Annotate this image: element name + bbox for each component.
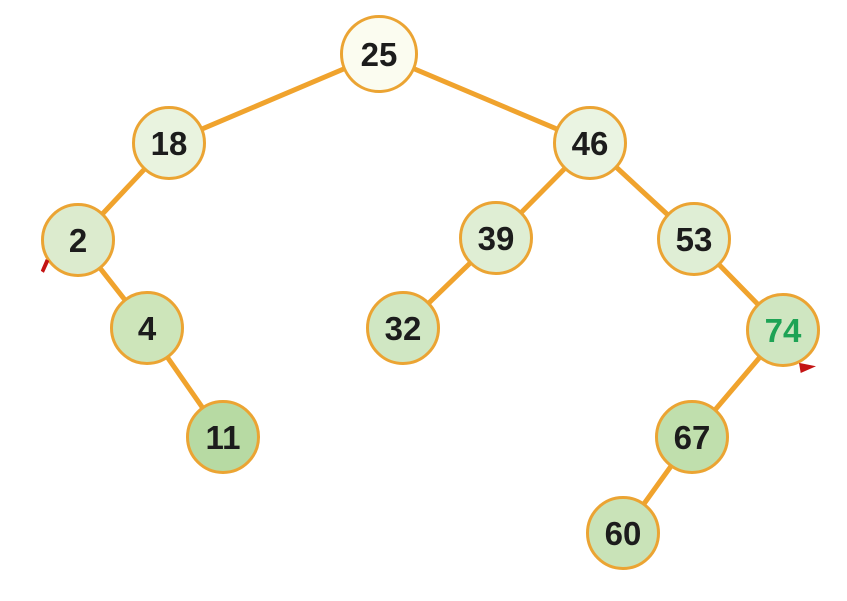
tree-node-60: 60 [586, 496, 660, 570]
node-label: 25 [360, 35, 398, 73]
tree-node-25: 25 [340, 15, 418, 93]
tree-node-4: 4 [110, 291, 184, 365]
node-label: 11 [205, 418, 241, 456]
tree-node-11: 11 [186, 400, 260, 474]
tree-node-2: 2 [41, 203, 115, 277]
tree-node-53: 53 [657, 202, 731, 276]
node-label: 74 [764, 311, 802, 349]
node-label: 4 [137, 309, 157, 347]
node-label: 46 [571, 124, 609, 162]
tree-node-32: 32 [366, 291, 440, 365]
tree-node-18: 18 [132, 106, 206, 180]
tree-node-46: 46 [553, 106, 627, 180]
node-label: 32 [384, 309, 422, 347]
node-label: 67 [673, 418, 711, 456]
tree-node-74: 74 [746, 293, 820, 367]
node-label: 18 [150, 124, 188, 162]
node-label: 39 [477, 219, 515, 257]
tree-node-39: 39 [459, 201, 533, 275]
node-label: 53 [675, 220, 713, 258]
node-label: 2 [68, 221, 88, 259]
tree-node-67: 67 [655, 400, 729, 474]
node-label: 60 [604, 514, 642, 552]
red-ink-triangle-mark [799, 362, 816, 373]
